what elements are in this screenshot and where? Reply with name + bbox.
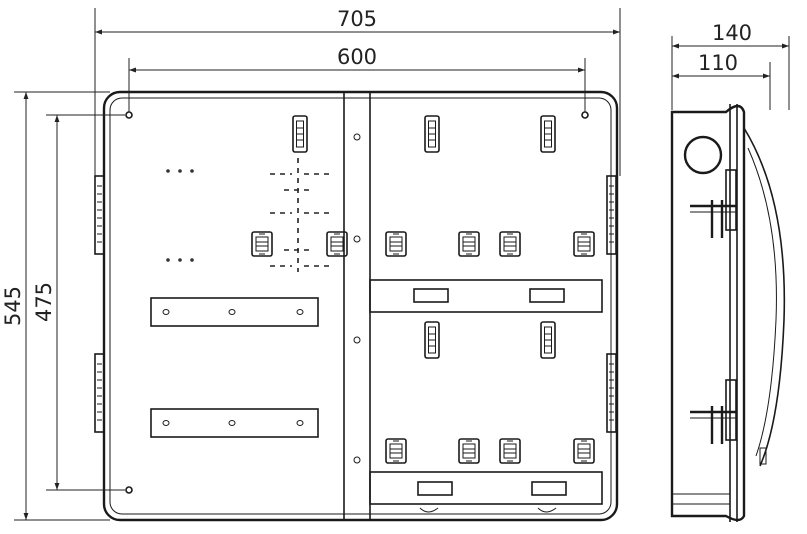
latch-left-a bbox=[251, 231, 273, 257]
right-middle-plate bbox=[369, 279, 603, 313]
mounting-hole-top-left bbox=[125, 111, 133, 119]
overall-depth-label: 140 bbox=[712, 21, 752, 45]
dimension-lines bbox=[14, 8, 621, 521]
center-divider-bar bbox=[343, 91, 371, 521]
latch-bottom-b bbox=[458, 438, 480, 464]
mounting-hole-top-right bbox=[581, 111, 589, 119]
side-view bbox=[670, 36, 790, 522]
mounting-hole-bottom-left bbox=[125, 486, 133, 494]
latch-right-c bbox=[499, 231, 521, 257]
clip-right-top-a bbox=[424, 115, 440, 153]
enclosure-outline bbox=[102, 90, 619, 522]
pilot-holes bbox=[166, 169, 194, 262]
overall-width-label: 705 bbox=[337, 7, 377, 31]
latch-right-a bbox=[385, 231, 407, 257]
clip-right-top-b bbox=[540, 115, 556, 153]
latch-bottom-d bbox=[573, 438, 595, 464]
right-bottom-plate bbox=[369, 471, 603, 513]
side-latch-upper bbox=[690, 169, 737, 238]
cable-knockout bbox=[683, 135, 723, 175]
din-rail-lower bbox=[150, 408, 319, 438]
clip-right-mid-b bbox=[540, 321, 556, 359]
clip-left-top bbox=[292, 115, 308, 153]
enclosure-inner-outline bbox=[109, 97, 612, 515]
dashed-mounting-marks bbox=[270, 158, 330, 272]
latch-bottom-a bbox=[385, 438, 407, 464]
clip-right-mid-a bbox=[424, 321, 440, 359]
hole-spacing-height-label: 475 bbox=[32, 282, 56, 322]
side-lid-curve bbox=[743, 127, 786, 467]
left-tab-lower bbox=[94, 353, 105, 433]
hole-spacing-width-label: 600 bbox=[337, 45, 377, 69]
latch-bottom-c bbox=[499, 438, 521, 464]
front-view bbox=[94, 90, 619, 522]
left-tab-upper bbox=[94, 175, 105, 255]
side-body-outline bbox=[670, 104, 746, 522]
din-rail-upper bbox=[150, 297, 319, 327]
side-latch-lower bbox=[690, 379, 737, 444]
body-depth-label: 110 bbox=[698, 51, 738, 75]
overall-height-label: 545 bbox=[1, 286, 25, 326]
latch-right-b bbox=[458, 231, 480, 257]
latch-right-d bbox=[573, 231, 595, 257]
